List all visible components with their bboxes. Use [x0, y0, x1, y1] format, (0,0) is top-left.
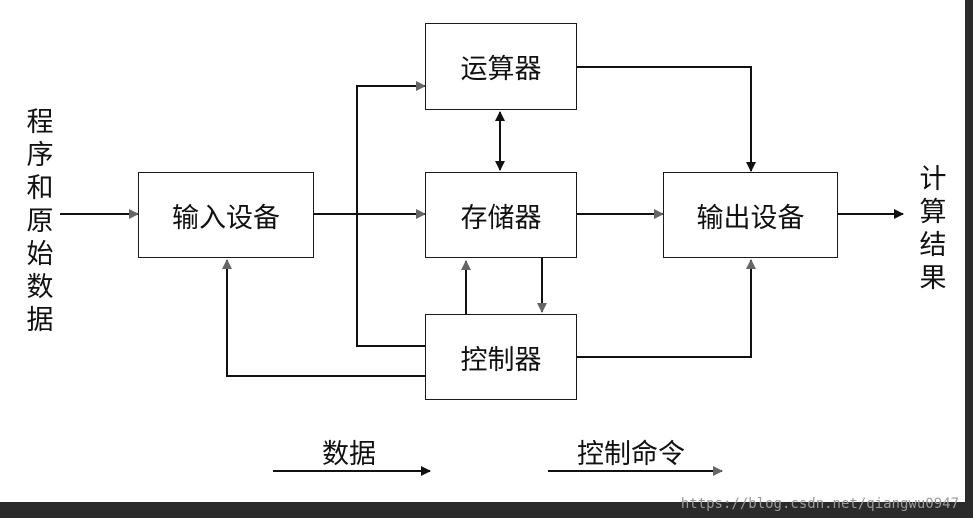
alu-label: 运算器 [460, 54, 542, 85]
output-device-box: 输出设备 [663, 172, 838, 258]
controller-label: 控制器 [460, 344, 542, 376]
arrow-controller-to-output [577, 259, 756, 358]
source-char: 始 [26, 239, 54, 270]
result-label: 计 算 结 果 [916, 163, 950, 295]
source-char: 和 [26, 173, 54, 204]
source-char: 程 [26, 107, 54, 138]
memory-label: 存储器 [460, 202, 542, 234]
source-char: 据 [26, 305, 54, 336]
legend-control-label: 控制命令 [577, 439, 685, 470]
source-char: 序 [26, 140, 54, 171]
alu-box: 运算器 [425, 23, 577, 110]
result-char: 果 [919, 263, 947, 294]
source-char: 原 [26, 206, 54, 237]
result-char: 算 [919, 197, 947, 228]
memory-box: 存储器 [425, 172, 577, 258]
input-device-box: 输入设备 [138, 172, 314, 258]
legend-data-label: 数据 [322, 439, 376, 470]
source-data-label: 程 序 和 原 始 数 据 [23, 106, 57, 337]
result-char: 结 [919, 230, 947, 261]
arrow-controller-to-input [222, 259, 425, 377]
source-char: 数 [26, 272, 54, 303]
input-device-label: 输入设备 [172, 202, 280, 234]
controller-box: 控制器 [425, 314, 577, 400]
output-device-label: 输出设备 [696, 202, 805, 234]
result-char: 计 [919, 164, 947, 195]
arrow-alu-to-output [577, 66, 756, 172]
watermark-text: https://blog.csdn.net/qiangwu0947 [680, 496, 959, 512]
arrow-controller-to-alu [356, 81, 426, 347]
